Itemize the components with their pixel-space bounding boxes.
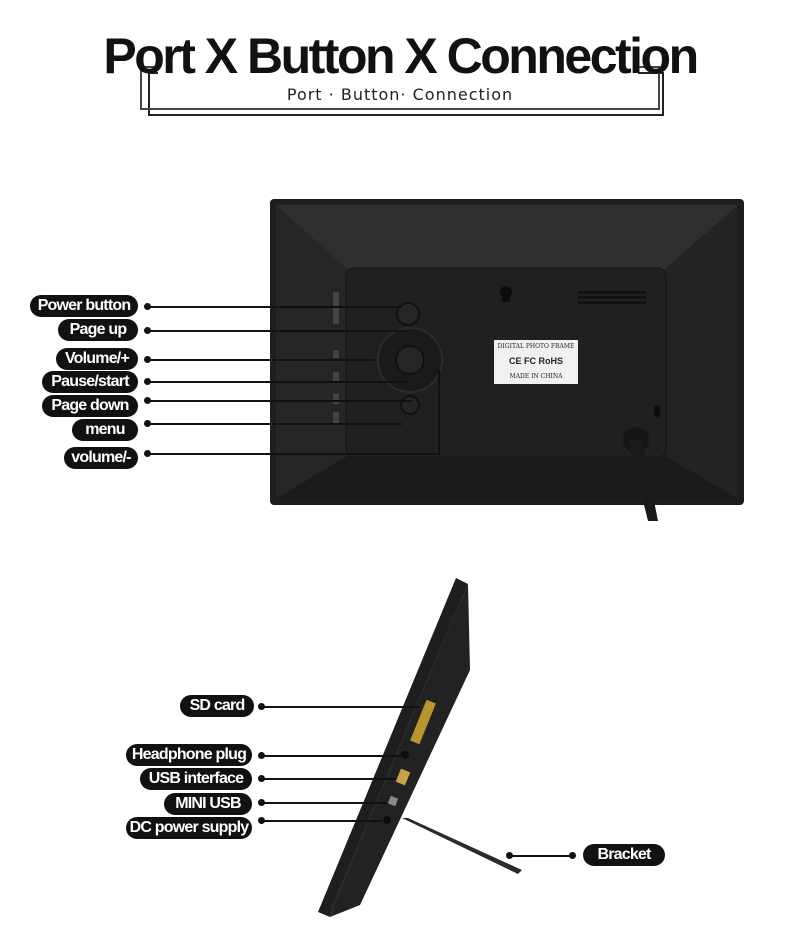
- callout-sd-card: SD card: [180, 695, 254, 717]
- page-title: Port X Button X Connection: [103, 28, 699, 84]
- callout-line: [150, 400, 412, 402]
- callout-menu: menu: [72, 419, 138, 441]
- callout-line: [264, 778, 396, 780]
- callout-dot: [144, 397, 151, 404]
- callout-power-button: Power button: [30, 295, 138, 317]
- callout-line: [150, 359, 375, 361]
- callout-dot: [258, 799, 265, 806]
- callout-dot: [258, 817, 265, 824]
- subtitle-bg: [270, 84, 530, 104]
- callout-page-up: Page up: [58, 319, 138, 341]
- callout-pause-start: Pause/start: [42, 371, 138, 393]
- callout-line: [264, 802, 388, 804]
- callout-dot: [144, 378, 151, 385]
- callout-dc-power-supply: DC power supply: [126, 817, 252, 839]
- callout-line: [150, 381, 408, 383]
- callout-usb-interface: USB interface: [140, 768, 252, 790]
- callout-volume-down: volume/-: [64, 447, 138, 469]
- callout-page-down: Page down: [42, 395, 138, 417]
- callout-line: [264, 755, 401, 757]
- callout-dot: [569, 852, 576, 859]
- sticker-marks: CE FC RoHS: [509, 356, 563, 366]
- page-subtitle: Port · Button· Connection: [286, 85, 514, 104]
- callout-line: [438, 370, 440, 455]
- callout-dot: [144, 327, 151, 334]
- callout-headphone-plug: Headphone plug: [126, 744, 252, 766]
- callout-dot: [144, 303, 151, 310]
- callout-line: [150, 330, 408, 332]
- callout-line: [264, 820, 382, 822]
- callout-line: [264, 706, 420, 708]
- callout-line: [150, 453, 440, 455]
- callout-dot: [258, 703, 265, 710]
- callout-line: [150, 423, 402, 425]
- frame-back-view: [270, 199, 744, 521]
- callout-mini-usb: MINI USB: [164, 793, 252, 815]
- callout-line: [150, 306, 402, 308]
- callout-line: [512, 855, 570, 857]
- callout-bracket: Bracket: [583, 844, 665, 866]
- callout-dot: [258, 775, 265, 782]
- callout-volume-up: Volume/+: [56, 348, 138, 370]
- callout-dot: [144, 450, 151, 457]
- sticker-heading: DIGITAL PHOTO FRAME: [497, 343, 575, 350]
- title-bg: [158, 40, 638, 80]
- callout-dot: [144, 420, 151, 427]
- frame-side-view: [318, 578, 522, 917]
- callout-dot: [506, 852, 513, 859]
- callout-dot: [144, 356, 151, 363]
- callout-dot: [258, 752, 265, 759]
- sticker-origin: MADE IN CHINA: [509, 373, 563, 380]
